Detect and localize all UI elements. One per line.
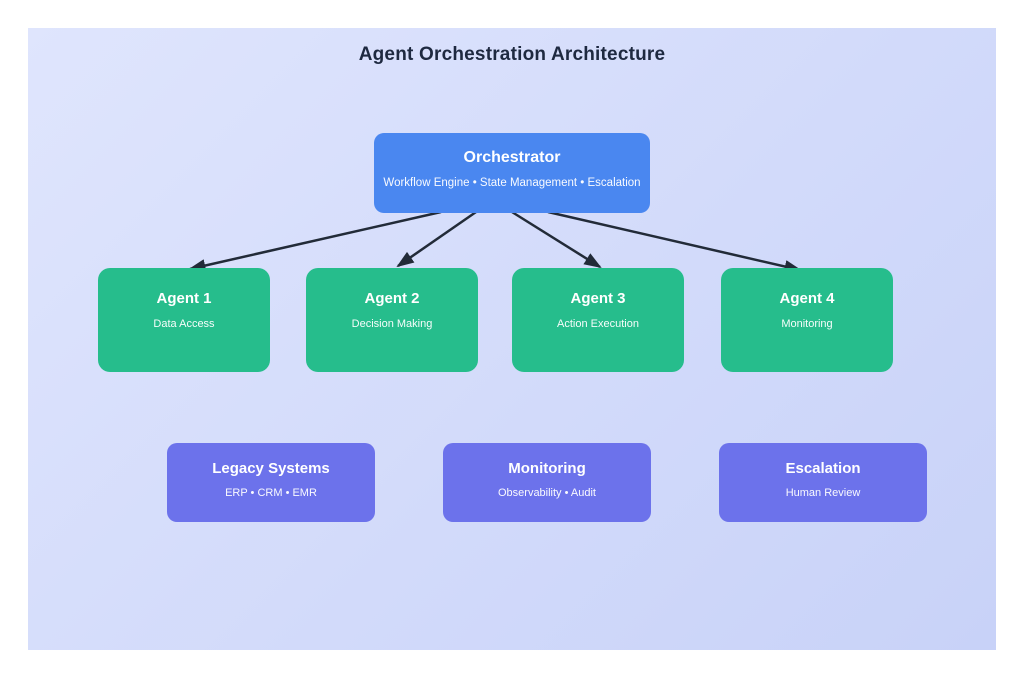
node-agent-3: Agent 3 Action Execution: [512, 268, 684, 372]
diagram-title: Agent Orchestration Architecture: [358, 44, 666, 65]
node-agent-1: Agent 1 Data Access: [98, 268, 270, 372]
node-title: Legacy Systems: [212, 460, 330, 477]
node-title: Orchestrator: [463, 149, 561, 166]
node-subtitle: Workflow Engine • State Management • Esc…: [383, 177, 641, 189]
node-agent-2: Agent 2 Decision Making: [306, 268, 478, 372]
node-title: Escalation: [785, 460, 861, 477]
node-title: Agent 3: [570, 290, 626, 307]
node-agent-4: Agent 4 Monitoring: [721, 268, 893, 372]
diagram-canvas: Agent Orchestration Architecture Orchest…: [28, 28, 996, 650]
node-subtitle: Action Execution: [557, 318, 639, 330]
node-subtitle: Decision Making: [351, 318, 433, 330]
node-legacy-systems: Legacy Systems ERP • CRM • EMR: [167, 443, 375, 522]
node-monitoring: Monitoring Observability • Audit: [443, 443, 651, 522]
node-title: Monitoring: [508, 460, 586, 477]
arrow-orchestrator-to-agent-2: [396, 210, 477, 268]
node-title: Agent 4: [779, 290, 835, 307]
node-subtitle: Observability • Audit: [497, 487, 596, 499]
arrow-orchestrator-to-agent-3: [511, 210, 602, 269]
node-subtitle: Human Review: [785, 487, 861, 499]
arrow-orchestrator-to-agent-4: [547, 210, 802, 273]
node-escalation: Escalation Human Review: [719, 443, 927, 522]
node-orchestrator: Orchestrator Workflow Engine • State Man…: [374, 133, 650, 213]
node-subtitle: Data Access: [153, 318, 215, 330]
node-title: Agent 1: [156, 290, 212, 307]
arrow-orchestrator-to-agent-1: [188, 210, 442, 272]
node-subtitle: ERP • CRM • EMR: [225, 487, 317, 499]
node-title: Agent 2: [364, 290, 420, 307]
node-subtitle: Monitoring: [781, 318, 833, 330]
